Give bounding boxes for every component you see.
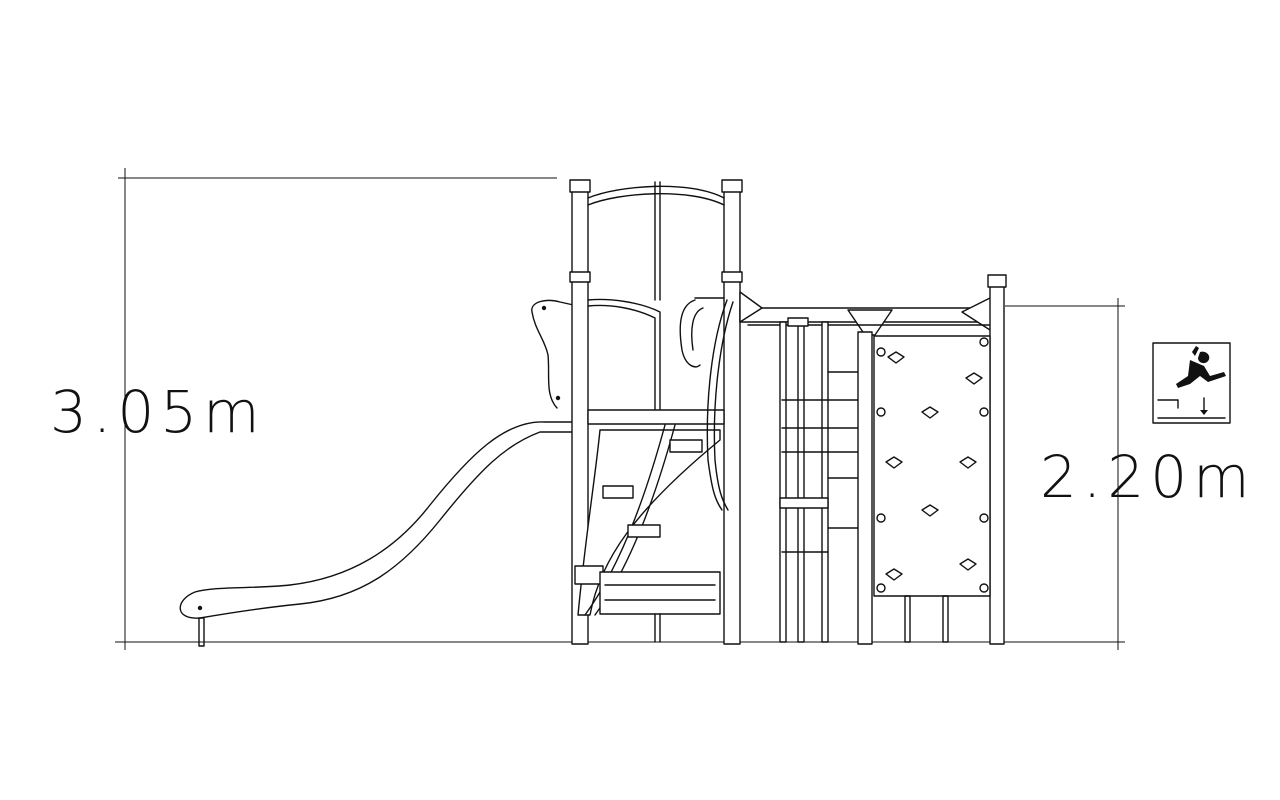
slide-bolt xyxy=(541,305,547,311)
dimension-lines xyxy=(115,168,1125,650)
climbing-hold xyxy=(959,456,977,469)
climbing-wall xyxy=(857,274,1007,645)
platform-height-label: 2.20m xyxy=(1040,443,1256,511)
wall-bolt xyxy=(979,583,989,593)
roof-arch-inner xyxy=(587,193,725,206)
rope-seat xyxy=(779,497,829,509)
guard-rail-left xyxy=(587,298,661,411)
climbing-hold xyxy=(965,372,983,385)
climbing-rope xyxy=(706,299,728,511)
climbing-hold xyxy=(921,504,939,517)
climber-curve xyxy=(584,424,666,616)
fall-height-icon xyxy=(1152,342,1231,424)
hand-loop xyxy=(679,299,701,368)
slide xyxy=(179,299,579,647)
wall-bolt xyxy=(979,513,989,523)
total-height-label: 3.05m xyxy=(50,378,266,446)
beam-bracket-left xyxy=(739,291,763,323)
guard-rail-left-inner xyxy=(587,304,656,411)
post-cap xyxy=(569,179,591,193)
slide-chute xyxy=(179,421,579,619)
slide-bolt xyxy=(555,395,561,401)
post-collar xyxy=(721,271,743,283)
climbing-hold xyxy=(885,456,903,469)
tower xyxy=(569,179,743,645)
lower-panel xyxy=(599,571,721,615)
ladder-rope xyxy=(821,321,829,643)
climber-step xyxy=(669,439,703,453)
tower-post-right xyxy=(723,181,741,645)
wall-bolt xyxy=(876,347,886,357)
fall-height-pictogram xyxy=(1152,342,1231,424)
tower-platform xyxy=(587,409,725,425)
wall-bolt xyxy=(876,513,886,523)
climbing-rope-edge xyxy=(713,301,734,511)
beam-bracket-mid xyxy=(847,309,893,336)
hand-loop-inner xyxy=(691,307,704,351)
wall-bolt xyxy=(876,583,886,593)
post-cap xyxy=(987,274,1007,288)
rope-anchor xyxy=(787,317,809,327)
slide-bolt xyxy=(197,605,203,611)
climbing-hold xyxy=(921,406,939,419)
wall-post-left xyxy=(857,331,873,645)
wall-post-right xyxy=(989,283,1005,645)
post-collar xyxy=(569,271,591,283)
wall-bolt xyxy=(979,337,989,347)
post-cap xyxy=(721,179,743,193)
ladder-rope xyxy=(797,321,805,643)
wall-leg xyxy=(942,595,949,643)
wall-bolts xyxy=(876,337,989,593)
climber-step xyxy=(574,565,604,585)
wall-bolt xyxy=(979,407,989,417)
wall-bolt xyxy=(876,407,886,417)
climbing-hold xyxy=(885,568,903,581)
fall-height-icon-arrowhead xyxy=(1200,410,1208,415)
wall-leg xyxy=(904,595,911,643)
climbing-hold xyxy=(959,558,977,571)
climbing-hold xyxy=(887,351,905,364)
slide-foot xyxy=(198,617,205,647)
fall-height-icon-figure xyxy=(1176,346,1226,388)
fall-height-icon-ledge xyxy=(1157,399,1179,409)
roof-arch xyxy=(587,185,725,199)
slide-hood xyxy=(531,299,579,409)
curved-climber-panel xyxy=(577,429,721,616)
climber-step xyxy=(602,485,634,499)
climber-step xyxy=(627,524,661,538)
rope-ladder xyxy=(779,317,859,643)
ladder-rope xyxy=(779,321,787,643)
climbing-holds xyxy=(885,351,983,581)
